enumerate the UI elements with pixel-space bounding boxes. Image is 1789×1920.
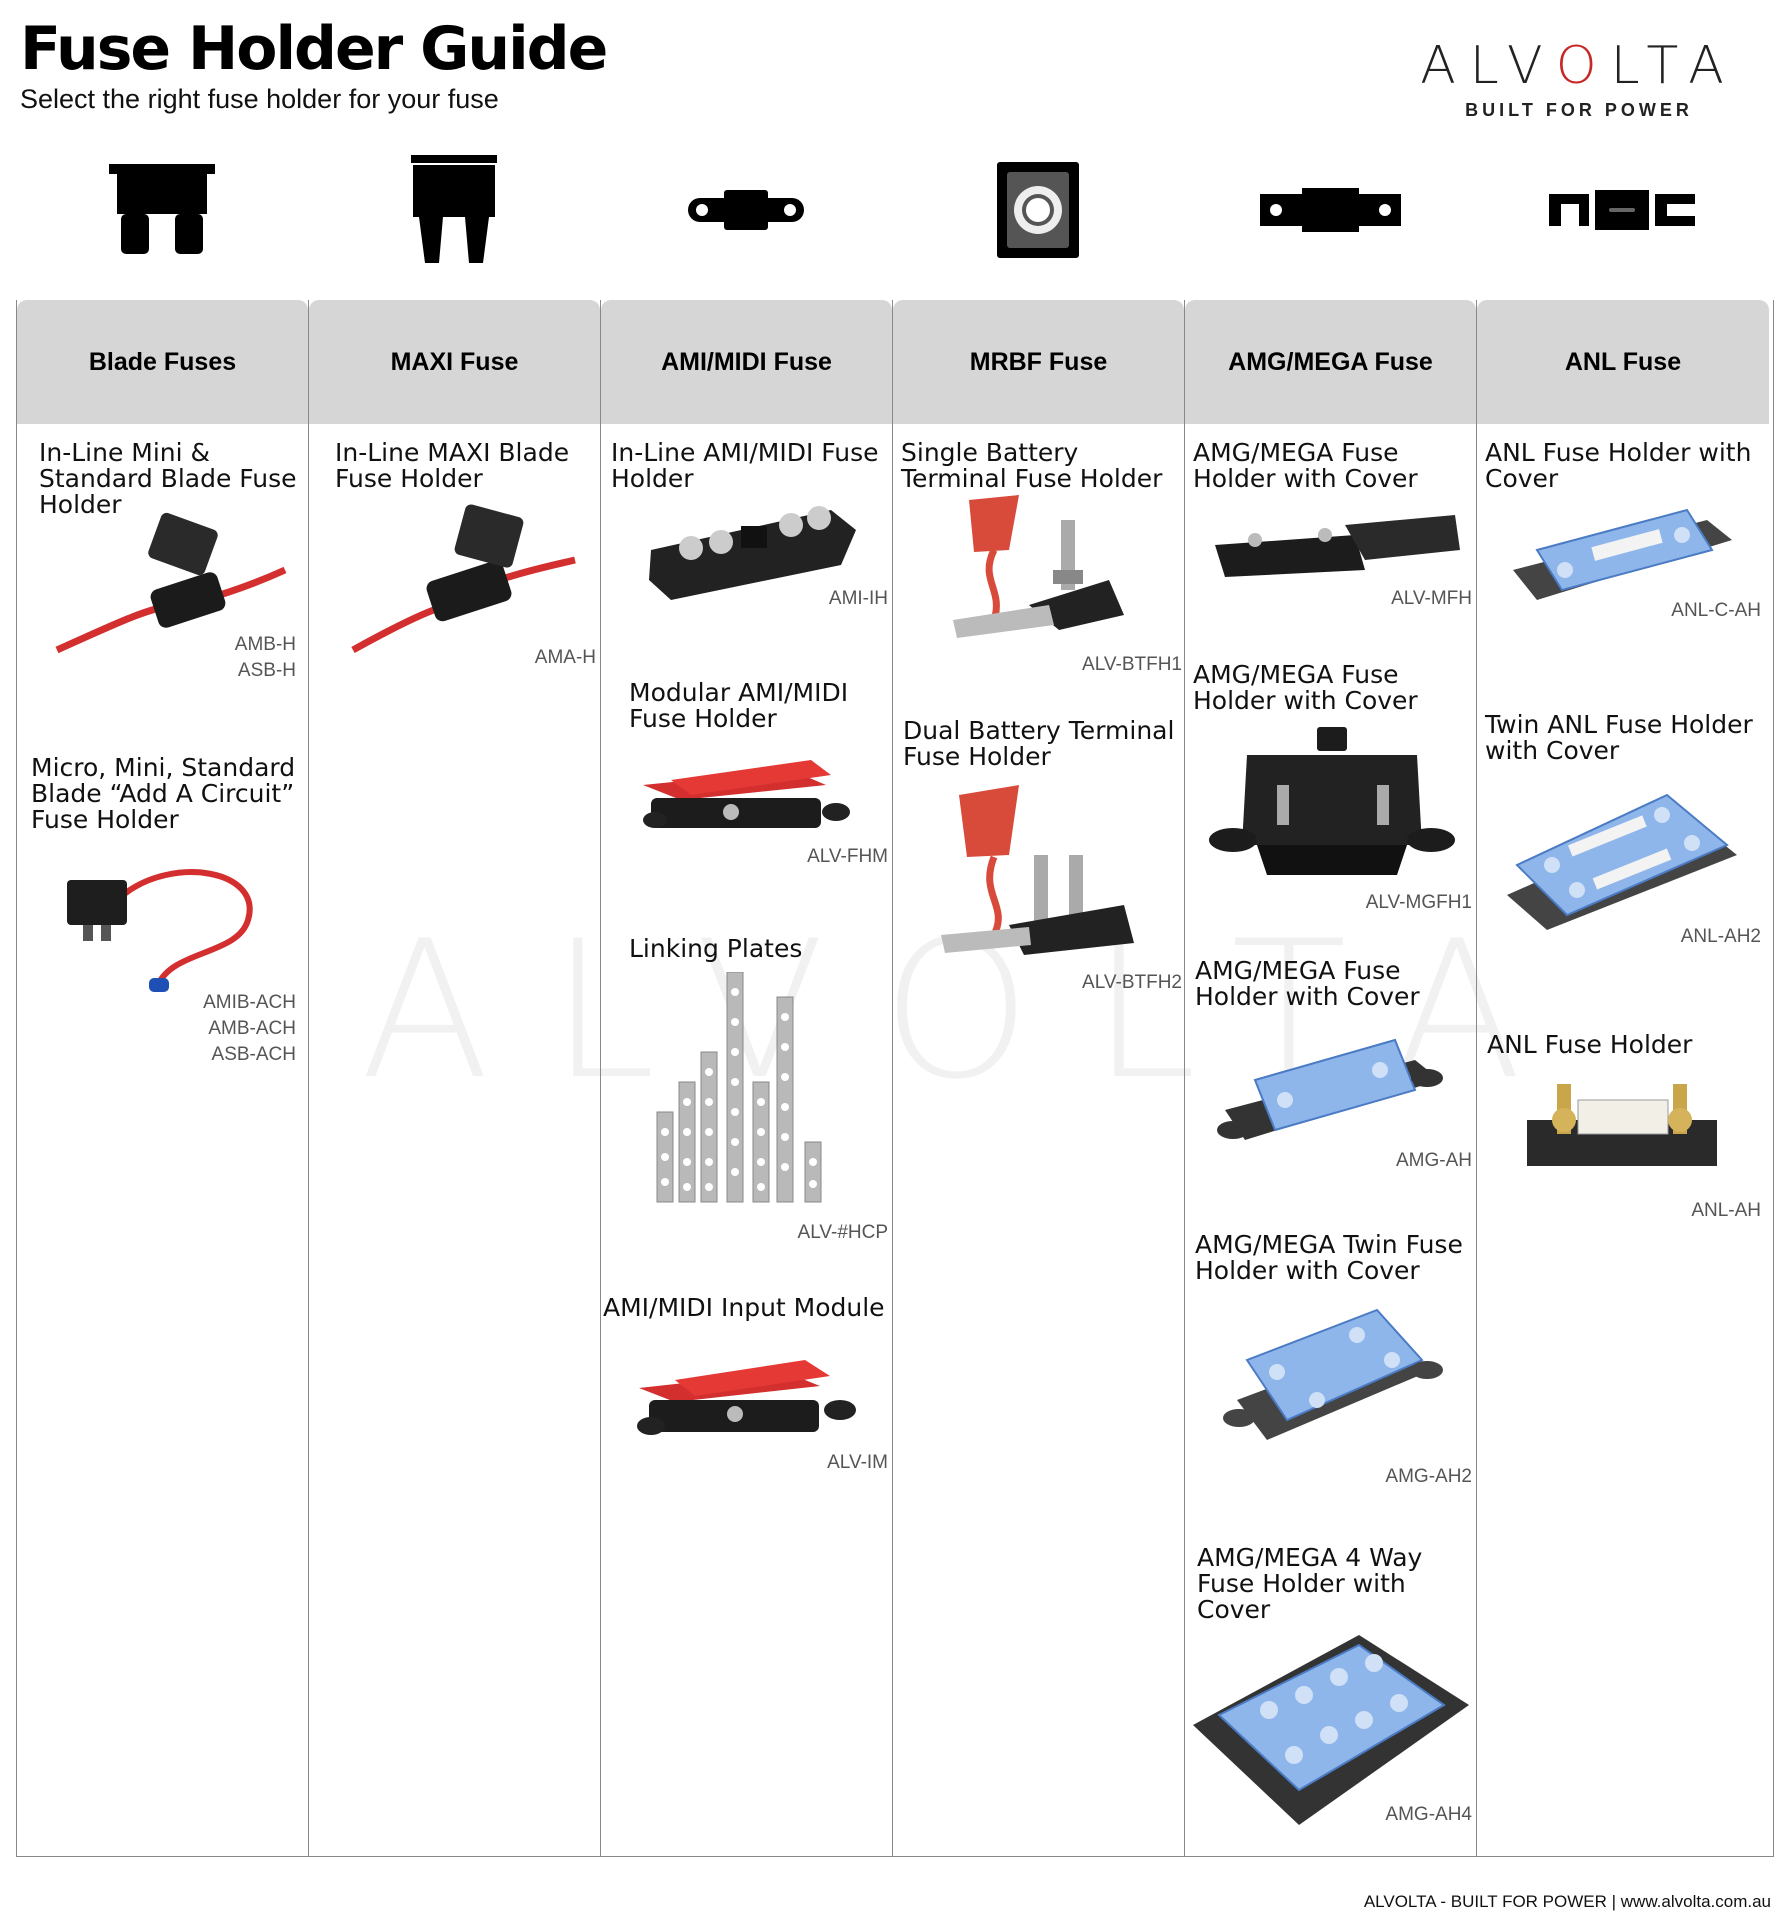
product-item: Dual Battery Terminal Fuse Holder (903, 718, 1185, 770)
part-code: AMB-ACH (208, 1018, 296, 1039)
amg-mega-fuse-holder-open-image (1215, 515, 1460, 577)
dual-battery-terminal-fuse-holder-image (941, 785, 1134, 955)
product-title: Modular AMI/MIDI Fuse Holder (629, 678, 849, 733)
inline-blade-fuse-holder-image (55, 512, 287, 654)
product-item: AMI/MIDI Input Module (603, 1295, 893, 1321)
alvolta-logo: ALVOLTA BUILT FOR POWER (1409, 40, 1749, 121)
product-item: AMG/MEGA Fuse Holder with Cover (1193, 440, 1475, 492)
column-heading: AMG/MEGA Fuse (1185, 300, 1476, 424)
product-title: AMG/MEGA Twin Fuse Holder with Cover (1195, 1230, 1463, 1285)
amg-mega-4-way-fuse-holder-image (1193, 1635, 1469, 1825)
product-item: ANL Fuse Holder (1487, 1032, 1769, 1058)
product-item: AMG/MEGA Fuse Holder with Cover (1193, 662, 1475, 714)
product-title: AMG/MEGA Fuse Holder with Cover (1195, 956, 1420, 1011)
column-heading: MRBF Fuse (893, 300, 1184, 424)
product-title: Linking Plates (629, 934, 803, 963)
part-code: ANL-AH2 (1680, 926, 1761, 947)
page-title: Fuse Holder Guide (20, 14, 608, 84)
part-code: ANL-C-AH (1671, 600, 1761, 621)
product-title: In-Line AMI/MIDI Fuse Holder (611, 438, 879, 493)
column-blade-fuses: Blade Fuses In-Line Mini & Standard Blad… (17, 300, 309, 1856)
product-title: AMG/MEGA Fuse Holder with Cover (1193, 438, 1418, 493)
product-item: Twin ANL Fuse Holder with Cover (1485, 712, 1767, 764)
part-code: AMG-AH2 (1385, 1466, 1472, 1487)
column-heading: MAXI Fuse (309, 300, 600, 424)
column-heading: AMI/MIDI Fuse (601, 300, 892, 424)
column-maxi-fuse: MAXI Fuse In-Line MAXI Blade Fuse Holder… (309, 300, 601, 1856)
anl-fuse-holder-image (1527, 1084, 1717, 1166)
part-code: AMA-H (534, 647, 596, 668)
product-title: AMG/MEGA 4 Way Fuse Holder with Cover (1197, 1543, 1423, 1624)
logo-tagline: BUILT FOR POWER (1465, 100, 1693, 120)
twin-anl-fuse-holder-image (1507, 793, 1737, 930)
product-item: AMG/MEGA 4 Way Fuse Holder with Cover (1197, 1545, 1479, 1623)
column-anl-fuse: ANL Fuse ANL Fuse Holder with Cover ANL-… (1477, 300, 1769, 1856)
maxi-fuse-icon (308, 150, 600, 270)
amg-mega-fuse-holder-blue-cover-image (1217, 1038, 1443, 1140)
part-code: AMI-IH (828, 588, 888, 609)
product-item: Linking Plates (629, 936, 889, 962)
product-title: In-Line Mini & Standard Blade Fuse Holde… (39, 438, 297, 519)
part-code: ALV-IM (827, 1452, 888, 1473)
part-code: ASB-ACH (211, 1044, 296, 1065)
product-item: Single Battery Terminal Fuse Holder (901, 440, 1183, 492)
part-code: AMG-AH (1396, 1150, 1472, 1171)
anl-fuse-holder-with-cover-image (1513, 508, 1732, 600)
part-code: AMB-H (234, 634, 296, 655)
modular-ami-midi-fuse-holder-image (643, 760, 850, 828)
anl-fuse-icon (1476, 150, 1768, 270)
product-title: AMI/MIDI Input Module (603, 1293, 885, 1322)
product-title: Single Battery Terminal Fuse Holder (901, 438, 1163, 493)
ami-midi-input-module-image (637, 1360, 856, 1435)
product-title: Micro, Mini, Standard Blade “Add A Circu… (31, 753, 296, 834)
part-code: ALV-MFH (1391, 588, 1472, 609)
ami-midi-fuse-icon (600, 150, 892, 270)
product-title: Twin ANL Fuse Holder with Cover (1485, 710, 1753, 765)
part-code: AMIB-ACH (203, 992, 296, 1013)
footer-text: ALVOLTA - BUILT FOR POWER | www.alvolta.… (1363, 1892, 1771, 1911)
linking-plates-image (656, 972, 822, 1203)
product-item: Micro, Mini, Standard Blade “Add A Circu… (31, 755, 301, 833)
fuse-holder-table: Blade Fuses In-Line Mini & Standard Blad… (16, 300, 1774, 1857)
product-item: In-Line AMI/MIDI Fuse Holder (611, 440, 889, 492)
product-item: Modular AMI/MIDI Fuse Holder (629, 680, 889, 732)
single-battery-terminal-fuse-holder-image (953, 495, 1124, 638)
product-item: In-Line MAXI Blade Fuse Holder (335, 440, 590, 492)
product-item: AMG/MEGA Twin Fuse Holder with Cover (1195, 1232, 1477, 1284)
inline-ami-midi-fuse-holder-image (649, 506, 856, 600)
part-code: ALV-#HCP (797, 1222, 888, 1243)
part-code: ALV-BTFH1 (1082, 654, 1182, 675)
part-code: ALV-MGFH1 (1365, 892, 1472, 913)
add-a-circuit-fuse-holder-image (67, 869, 253, 992)
product-item: AMG/MEGA Fuse Holder with Cover (1195, 958, 1477, 1010)
product-title: Dual Battery Terminal Fuse Holder (903, 716, 1175, 771)
product-title: ANL Fuse Holder (1487, 1030, 1693, 1059)
amg-mega-twin-fuse-holder-image (1223, 1308, 1443, 1440)
column-amg-mega-fuse: AMG/MEGA Fuse AMG/MEGA Fuse Holder with … (1185, 300, 1477, 1856)
page-subtitle: Select the right fuse holder for your fu… (20, 84, 499, 114)
amg-mega-fuse-holder-black-cover-image (1209, 727, 1455, 875)
blade-fuse-icon (16, 150, 308, 270)
mrbf-fuse-icon (892, 150, 1184, 270)
part-code: ALV-BTFH2 (1082, 972, 1182, 993)
amg-mega-fuse-icon (1184, 150, 1476, 270)
product-item: ANL Fuse Holder with Cover (1485, 440, 1767, 492)
column-mrbf-fuse: MRBF Fuse Single Battery Terminal Fuse H… (893, 300, 1185, 1856)
product-title: ANL Fuse Holder with Cover (1485, 438, 1752, 493)
part-code: ALV-FHM (807, 846, 888, 867)
part-code: ANL-AH (1691, 1200, 1761, 1221)
product-item: In-Line Mini & Standard Blade Fuse Holde… (39, 440, 299, 518)
product-title: In-Line MAXI Blade Fuse Holder (335, 438, 570, 493)
column-heading: Blade Fuses (17, 300, 308, 424)
column-heading: ANL Fuse (1477, 300, 1769, 424)
inline-maxi-fuse-holder-image (351, 504, 576, 654)
product-title: AMG/MEGA Fuse Holder with Cover (1193, 660, 1418, 715)
fuse-icon-row (16, 150, 1772, 270)
part-code: ASB-H (237, 660, 296, 681)
part-code: AMG-AH4 (1385, 1804, 1472, 1825)
column-ami-midi-fuse: AMI/MIDI Fuse In-Line AMI/MIDI Fuse Hold… (601, 300, 893, 1856)
